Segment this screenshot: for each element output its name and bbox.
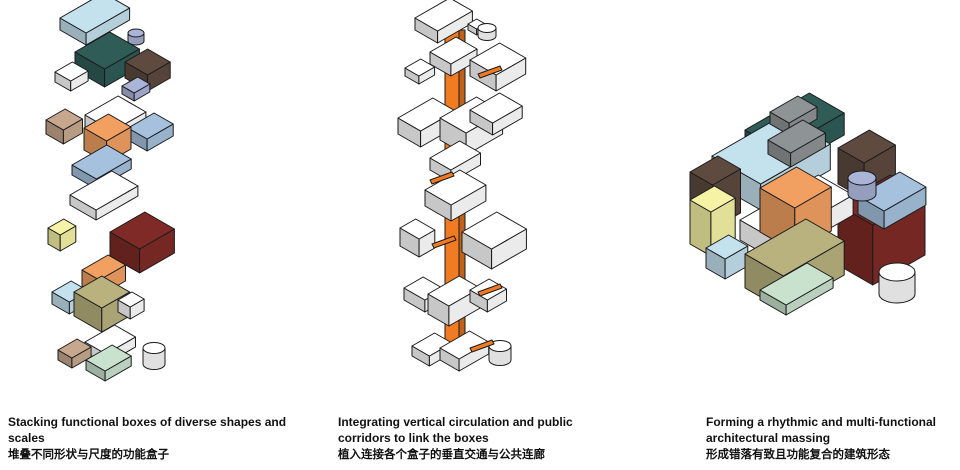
box-red — [109, 211, 175, 274]
panel-stacked-boxes — [45, 0, 175, 382]
corridor-3 — [477, 283, 503, 297]
cylinder-lavender-mass — [847, 170, 877, 202]
caption-3-chinese: 形成错落有致且功能复合的建筑形态 — [706, 447, 890, 461]
panel-final-massing — [689, 92, 927, 316]
box-tower-4 — [404, 58, 436, 85]
mass-green — [759, 262, 834, 316]
box-green — [85, 344, 132, 382]
mass-blue — [857, 171, 927, 230]
box-tower-11 — [399, 218, 436, 258]
corridor-1 — [429, 171, 455, 185]
cylinder-tower-top — [477, 23, 497, 41]
cylinder-white-mass — [878, 262, 916, 304]
caption-1-chinese: 堆叠不同形状与尺度的功能盒子 — [8, 447, 169, 461]
caption-3-english: Forming a rhythmic and multi-functional … — [706, 415, 937, 445]
box-white-b — [69, 170, 139, 221]
cylinder-tower-bottom — [488, 340, 512, 366]
box-tower-10 — [424, 169, 487, 222]
box-tan — [45, 108, 83, 145]
box-grey-small — [54, 61, 89, 92]
caption-panel-3: Forming a rhythmic and multi-functional … — [706, 414, 960, 462]
mass-grey-roof-b — [767, 119, 826, 168]
mass-lightblue-low — [705, 234, 749, 280]
panel-circulation-tower — [397, 0, 527, 372]
cylinder-lavender — [127, 28, 145, 46]
corridor-4 — [469, 339, 495, 353]
caption-1-english: Stacking functional boxes of diverse sha… — [8, 415, 287, 445]
box-tower-12 — [461, 211, 527, 270]
box-lightblue-top — [59, 0, 131, 46]
caption-2-chinese: 植入连接各个盒子的垂直交通与公共连廊 — [338, 447, 545, 461]
corridor-5 — [477, 65, 503, 79]
box-brown — [124, 48, 171, 92]
box-yellow — [47, 218, 77, 252]
caption-panel-2: Integrating vertical circulation and pub… — [338, 414, 618, 462]
box-lavender — [121, 76, 151, 102]
cylinder-white — [142, 342, 166, 370]
caption-2-english: Integrating vertical circulation and pub… — [338, 415, 573, 445]
caption-panel-1: Stacking functional boxes of diverse sha… — [8, 414, 288, 462]
process-diagram — [45, 0, 927, 382]
box-tower-1 — [414, 0, 473, 44]
corridor-2 — [431, 235, 457, 249]
box-white-c — [117, 291, 145, 320]
box-tower-8 — [469, 92, 523, 136]
box-tan-b — [57, 338, 92, 369]
